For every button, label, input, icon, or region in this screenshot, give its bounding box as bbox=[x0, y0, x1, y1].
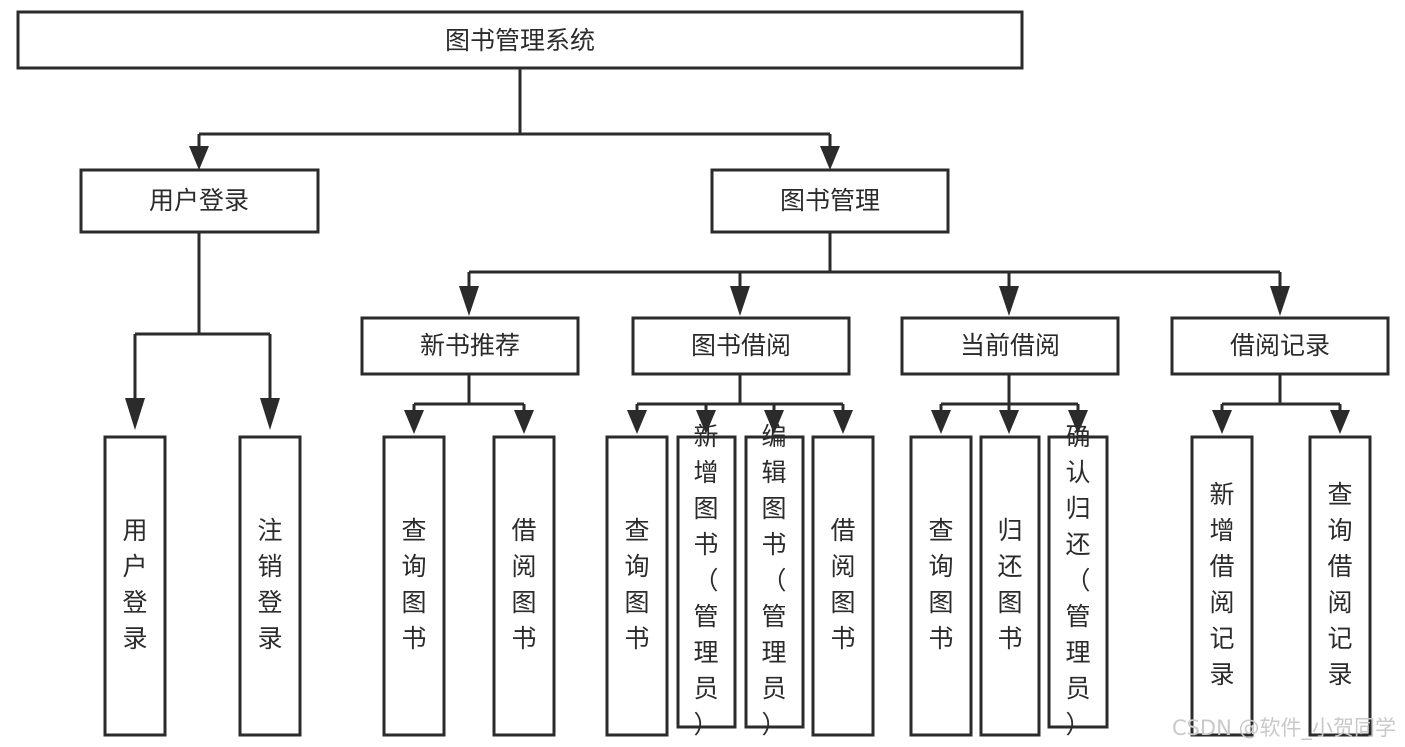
arrow-head-current-borrow-leaf-3 bbox=[1068, 410, 1088, 434]
leaf-user-login-login[interactable]: 用户登录 bbox=[103, 435, 167, 737]
leaf-new-book-query[interactable]: 查询图书 bbox=[382, 435, 446, 737]
leaf-book-borrow-edit-label: 编辑图书（管理员） bbox=[761, 422, 786, 739]
node-book-borrow[interactable]: 图书借阅 bbox=[631, 316, 851, 376]
node-book-borrow-label: 图书借阅 bbox=[691, 331, 791, 360]
leaf-user-login-logout-label: 注销登录 bbox=[257, 516, 282, 653]
arrow-head-borrow-record-leaf-1 bbox=[1212, 410, 1232, 434]
leaf-user-login-logout[interactable]: 注销登录 bbox=[238, 435, 302, 737]
leaf-current-borrow-confirm[interactable]: 确认归还（管理员） bbox=[1047, 422, 1109, 739]
arrow-head-borrow-record-leaf-2 bbox=[1330, 410, 1350, 434]
leaf-borrow-record-query-box[interactable] bbox=[1308, 435, 1372, 737]
arrow-head-book-borrow-leaf-3 bbox=[764, 410, 784, 434]
leaf-book-borrow-query[interactable]: 查询图书 bbox=[605, 435, 669, 737]
node-root-system[interactable]: 图书管理系统 bbox=[16, 10, 1024, 70]
node-current-borrow-box[interactable] bbox=[900, 316, 1120, 376]
node-root-box[interactable] bbox=[16, 10, 1024, 70]
node-user-login-label: 用户登录 bbox=[149, 186, 249, 215]
node-book-management-box[interactable] bbox=[710, 168, 950, 234]
arrow-head-current-borrow-leaf-2 bbox=[999, 410, 1019, 434]
leaf-user-login-logout-box[interactable] bbox=[238, 435, 302, 737]
arrow-head-book-borrow-leaf-4 bbox=[833, 410, 853, 434]
leaf-current-borrow-confirm-label: 确认归还（管理员） bbox=[1065, 422, 1090, 739]
arrow-head-new-book-leaf-2 bbox=[514, 410, 534, 434]
leaf-current-borrow-return-label: 归还图书 bbox=[997, 516, 1022, 653]
leaf-borrow-record-add-label: 新增借阅记录 bbox=[1209, 480, 1234, 689]
watermark-label: CSDN @软件_小贺同学 bbox=[1172, 716, 1396, 741]
leaf-borrow-record-add[interactable]: 新增借阅记录 bbox=[1190, 435, 1254, 737]
node-current-borrow[interactable]: 当前借阅 bbox=[900, 316, 1120, 376]
arrow-head-current-borrow-leaf-1 bbox=[931, 410, 951, 434]
leaf-user-login-login-box[interactable] bbox=[103, 435, 167, 737]
arrow-head-borrow-record bbox=[1270, 286, 1290, 316]
node-borrow-record-label: 借阅记录 bbox=[1230, 331, 1330, 360]
node-borrow-record-box[interactable] bbox=[1170, 316, 1390, 376]
leaf-new-book-borrow-label: 借阅图书 bbox=[511, 516, 536, 653]
leaf-new-book-query-label: 查询图书 bbox=[401, 516, 426, 653]
node-new-book-recommend-label: 新书推荐 bbox=[420, 331, 520, 360]
connector-layer bbox=[125, 68, 1350, 434]
node-book-management-label: 图书管理 bbox=[780, 186, 880, 215]
leaf-book-borrow-add-box[interactable] bbox=[676, 435, 737, 729]
leaf-book-borrow-query-label: 查询图书 bbox=[624, 516, 649, 653]
leaf-current-borrow-query-label: 查询图书 bbox=[928, 516, 953, 653]
leaf-current-borrow-confirm-box[interactable] bbox=[1047, 435, 1109, 729]
arrow-head-new-book-recommend bbox=[459, 286, 479, 316]
leaf-book-borrow-edit-box[interactable] bbox=[744, 435, 805, 729]
leaf-current-borrow-return[interactable]: 归还图书 bbox=[979, 435, 1041, 737]
leaf-current-borrow-return-box[interactable] bbox=[979, 435, 1041, 737]
leaf-new-book-borrow[interactable]: 借阅图书 bbox=[492, 435, 556, 737]
leaf-book-borrow-borrow[interactable]: 借阅图书 bbox=[811, 435, 875, 737]
arrow-head-new-book-leaf-1 bbox=[404, 410, 424, 434]
node-current-borrow-label: 当前借阅 bbox=[960, 331, 1060, 360]
arrow-head-book-mgmt bbox=[820, 146, 840, 170]
leaf-new-book-borrow-box[interactable] bbox=[492, 435, 556, 737]
leaf-book-borrow-add[interactable]: 新增图书（管理员） bbox=[676, 422, 737, 739]
leaf-book-borrow-borrow-box[interactable] bbox=[811, 435, 875, 737]
leaf-book-borrow-edit[interactable]: 编辑图书（管理员） bbox=[744, 422, 805, 739]
leaf-user-login-login-label: 用户登录 bbox=[122, 516, 147, 653]
leaf-book-borrow-query-box[interactable] bbox=[605, 435, 669, 737]
arrow-head-book-borrow bbox=[730, 286, 750, 316]
node-new-book-recommend[interactable]: 新书推荐 bbox=[360, 316, 580, 376]
leaf-book-borrow-add-label: 新增图书（管理员） bbox=[693, 422, 718, 739]
node-book-borrow-box[interactable] bbox=[631, 316, 851, 376]
leaf-book-borrow-borrow-label: 借阅图书 bbox=[830, 516, 855, 653]
leaf-current-borrow-query[interactable]: 查询图书 bbox=[909, 435, 973, 737]
arrow-head-user-login-leaf-1 bbox=[125, 398, 145, 430]
node-root-label: 图书管理系统 bbox=[445, 26, 595, 55]
arrow-head-book-borrow-leaf-1 bbox=[627, 410, 647, 434]
node-book-management[interactable]: 图书管理 bbox=[710, 168, 950, 234]
arrow-head-user-login-leaf-2 bbox=[260, 398, 280, 430]
leaf-current-borrow-query-box[interactable] bbox=[909, 435, 973, 737]
arrow-head-current-borrow bbox=[999, 286, 1019, 316]
node-new-book-recommend-box[interactable] bbox=[360, 316, 580, 376]
arrow-head-book-borrow-leaf-2 bbox=[696, 410, 716, 434]
arrow-head-user-login bbox=[189, 146, 209, 170]
leaf-borrow-record-query-label: 查询借阅记录 bbox=[1327, 480, 1352, 689]
node-borrow-record[interactable]: 借阅记录 bbox=[1170, 316, 1390, 376]
node-user-login[interactable]: 用户登录 bbox=[79, 168, 320, 234]
leaf-borrow-record-query[interactable]: 查询借阅记录 bbox=[1308, 435, 1372, 737]
leaf-new-book-query-box[interactable] bbox=[382, 435, 446, 737]
node-user-login-box[interactable] bbox=[79, 168, 320, 234]
leaf-borrow-record-add-box[interactable] bbox=[1190, 435, 1254, 737]
